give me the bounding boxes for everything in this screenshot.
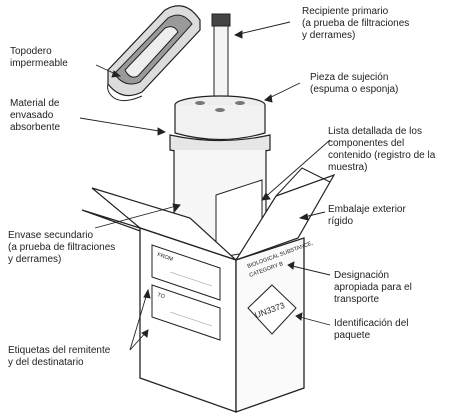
label-from-text: FROM: [156, 252, 174, 263]
holder-illustration: [174, 95, 266, 141]
absorbent-material-label: Material de envasado absorbente: [10, 98, 61, 133]
lid-illustration: [107, 5, 201, 102]
outer-packaging-label: Embalaje exterior rígido: [328, 204, 406, 227]
leader-arrows: [79, 21, 331, 351]
lid-label: Topodero impermeable: [10, 46, 68, 69]
primary-receptacle-label: Recipiente primario (a prueba de filtrac…: [302, 6, 410, 41]
holder-piece-label: Pieza de sujeción (espuma o esponja): [310, 72, 399, 95]
un3373-diamond: UN3373: [247, 284, 297, 335]
address-label-from: FROM: [151, 244, 221, 301]
outer-box-illustration: FROM TO BIOLOGICAL SUBSTANCE, CATEGORY B…: [81, 167, 336, 413]
sender-recipient-labels-label: Etiquetas del remitente y del destinatar…: [8, 345, 111, 368]
label-to-text: TO: [156, 292, 166, 300]
address-label-to: TO: [151, 284, 221, 341]
shipping-designation-label: Designación apropiada para el transporte: [334, 270, 412, 305]
secondary-container-label: Envase secundario (a prueba de filtracio…: [8, 230, 116, 265]
itemized-list-label: Lista detallada de los componentes del c…: [328, 126, 436, 173]
package-identification-label: Identificación del paquete: [334, 318, 409, 341]
